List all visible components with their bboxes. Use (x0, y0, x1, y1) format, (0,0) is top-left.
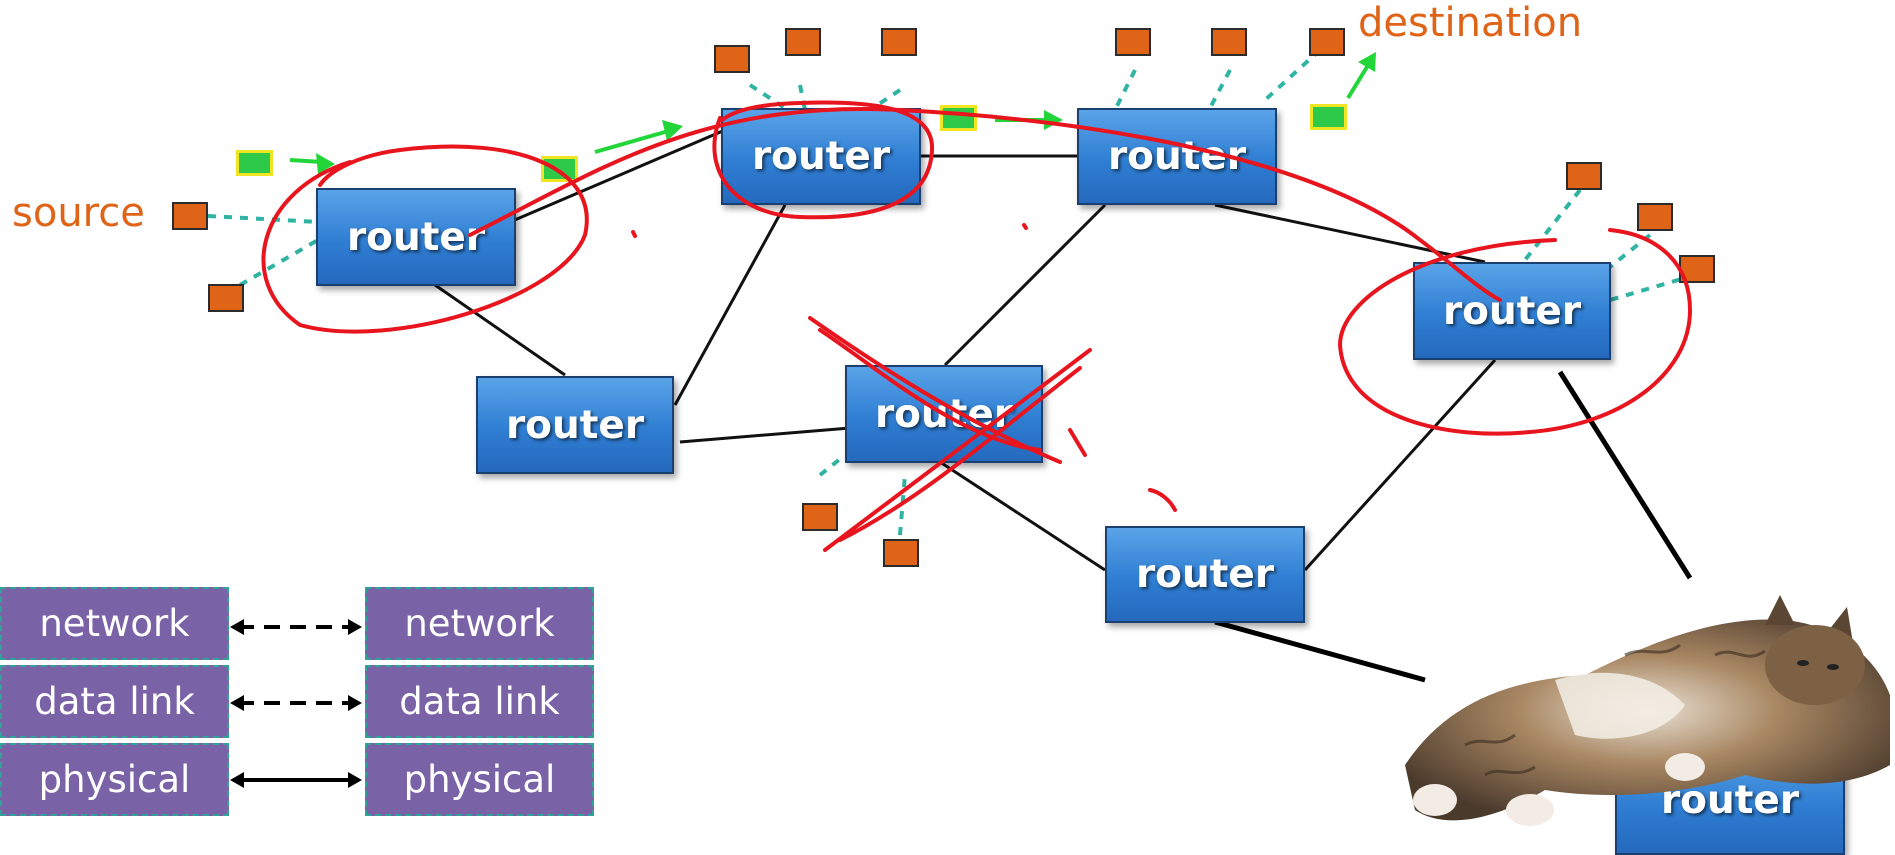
circle-top-router (712, 100, 935, 220)
host-9 (802, 503, 838, 531)
host-source-1 (172, 202, 208, 230)
layer-right-data-link: data link (365, 665, 594, 738)
layer-left-physical: physical (0, 743, 229, 816)
router-right: router (1413, 262, 1611, 360)
dot-2 (1022, 223, 1028, 230)
layer-left-network: network (0, 587, 229, 660)
circle-source-router (261, 144, 589, 334)
tick-mark-2 (1148, 488, 1177, 512)
host-destination (1309, 28, 1345, 56)
layer-right-network: network (365, 587, 594, 660)
host-5 (1211, 28, 1247, 56)
destination-label: destination (1358, 0, 1583, 46)
router-bottom-left: router (476, 376, 674, 474)
packet-3 (940, 105, 977, 131)
host-1 (714, 45, 750, 73)
router-top-middle: router (721, 108, 921, 205)
cross-stroke-4 (838, 366, 1082, 542)
host-7 (1637, 203, 1673, 231)
host-4 (1115, 28, 1151, 56)
router-source: router (316, 188, 516, 286)
tick-mark-1 (1068, 428, 1087, 457)
cross-stroke-3 (823, 348, 1092, 552)
cat-router-scene: router (1385, 585, 1895, 855)
host-source-2 (208, 284, 244, 312)
layer-left-data-link: data link (0, 665, 229, 738)
packet-1 (236, 150, 273, 176)
route-path (468, 107, 1502, 302)
cat-image (1405, 595, 1890, 826)
host-6 (1566, 162, 1602, 190)
host-10 (883, 539, 919, 567)
source-label: source (12, 190, 145, 236)
host-2 (785, 28, 821, 56)
layer-right-physical: physical (365, 743, 594, 816)
cross-stroke-2 (818, 328, 1042, 452)
packet-2 (541, 156, 578, 182)
host-3 (881, 28, 917, 56)
packet-4 (1310, 104, 1347, 130)
router-top-right: router (1077, 108, 1277, 205)
circle-right-router (1337, 228, 1693, 436)
dot-1 (631, 230, 637, 238)
router-bottom-center: router (1105, 526, 1305, 623)
